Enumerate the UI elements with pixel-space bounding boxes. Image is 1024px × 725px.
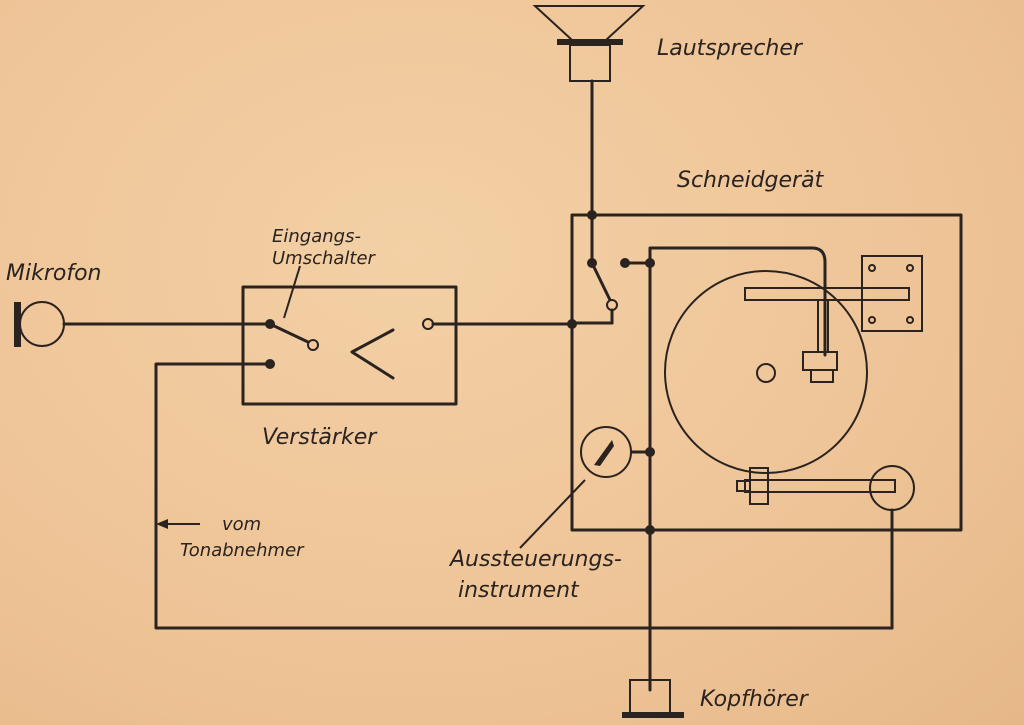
switch-leader-line xyxy=(283,265,301,319)
label-vom: vom xyxy=(222,514,261,535)
input-switch-blade xyxy=(268,322,310,344)
label-umschalter: Umschalter xyxy=(272,248,377,269)
microphone-symbol xyxy=(14,301,65,347)
level-meter-icon xyxy=(580,426,632,478)
label-mikrofon: Mikrofon xyxy=(6,261,102,286)
label-instrument: instrument xyxy=(458,578,580,603)
label-lautsprecher: Lautsprecher xyxy=(657,36,804,61)
arrow-icon xyxy=(156,519,168,529)
label-eingangs: Eingangs- xyxy=(272,226,361,247)
label-verstaerker: Verstärker xyxy=(262,425,378,450)
label-schneidgeraet: Schneidgerät xyxy=(677,168,825,193)
meter-leader-line xyxy=(519,479,586,549)
cutter-box xyxy=(570,213,963,532)
turntable xyxy=(664,255,923,511)
label-aussteuerungs: Aussteuerungs- xyxy=(448,547,622,572)
pickup-return-wire xyxy=(154,362,894,630)
label-kopfhoerer: Kopfhörer xyxy=(700,687,810,712)
label-tonabnehmer: Tonabnehmer xyxy=(180,540,305,561)
cutter-head-wire xyxy=(648,246,827,357)
headphones-symbol xyxy=(622,679,684,718)
amplifier-symbol xyxy=(350,328,395,380)
amplifier-box xyxy=(241,285,458,406)
cutter-switch-blade xyxy=(590,261,612,302)
loudspeaker-symbol xyxy=(532,5,646,82)
